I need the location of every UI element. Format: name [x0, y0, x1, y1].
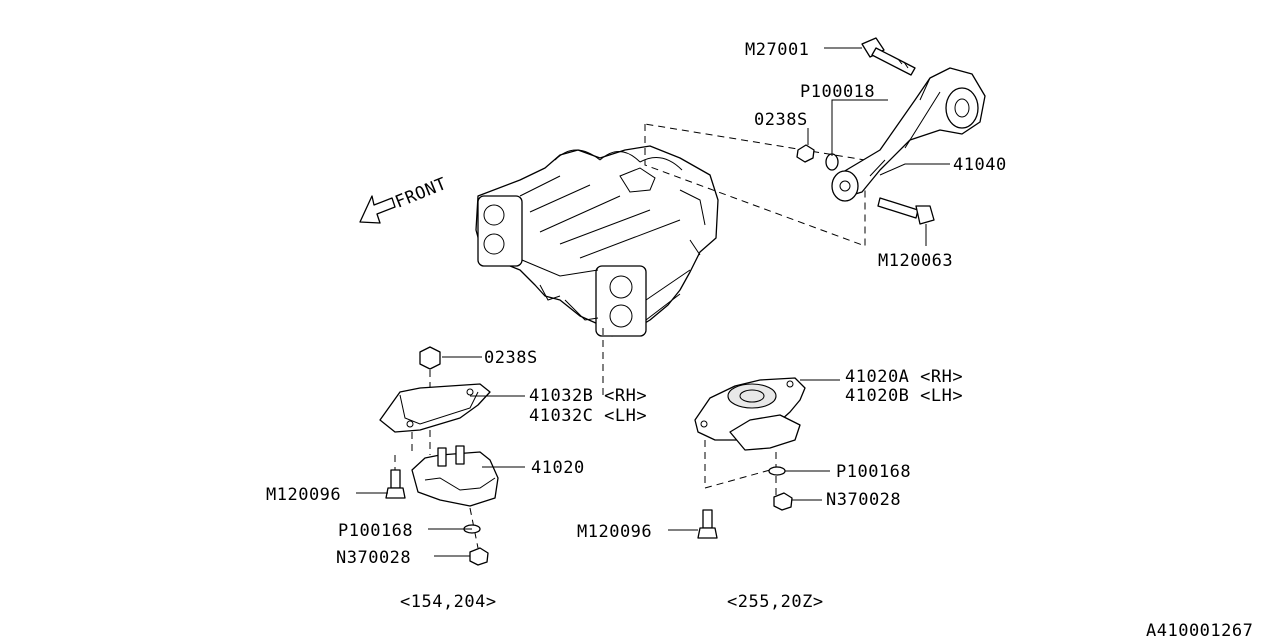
- mount-41020: [411, 445, 499, 507]
- label-m27001: M27001: [745, 40, 809, 60]
- label-41032b: 41032B <RH>: [529, 386, 647, 406]
- nut-n370028-left: [469, 547, 489, 566]
- label-n370028-left: N370028: [336, 548, 411, 568]
- applicability-left: <154,204>: [400, 592, 497, 612]
- bracket-41032: [379, 383, 491, 433]
- label-41040: 41040: [953, 155, 1007, 175]
- applicability-right: <255,20Z>: [727, 592, 824, 612]
- nut-0238s-top: [796, 144, 815, 163]
- engine-to-pitch-stop-dashline: [644, 123, 866, 247]
- mount-41020a: [694, 377, 806, 451]
- label-41032c: 41032C <LH>: [529, 406, 647, 426]
- front-label: FRONT: [392, 174, 449, 213]
- bolt-m120096-left: [385, 469, 406, 499]
- label-41020b: 41020B <LH>: [845, 386, 963, 406]
- washer-p100018: [825, 153, 839, 171]
- label-0238s-top: 0238S: [754, 110, 808, 130]
- bolt-m27001: [861, 37, 916, 76]
- label-41020: 41020: [531, 458, 585, 478]
- label-m120096-right: M120096: [577, 522, 652, 542]
- nut-n370028-right: [773, 492, 793, 511]
- label-0238s-left: 0238S: [484, 348, 538, 368]
- pitch-stop-rod: [831, 67, 986, 202]
- washer-p100168-right: [768, 466, 786, 476]
- bolt-m120063: [877, 197, 935, 225]
- label-p100168-left: P100168: [338, 521, 413, 541]
- label-m120063: M120063: [878, 251, 953, 271]
- label-p100168-right: P100168: [836, 462, 911, 482]
- engine-block: [475, 145, 719, 337]
- front-arrow-icon: [359, 195, 396, 224]
- bolt-m120096-right: [697, 509, 718, 539]
- nut-0238s-left: [419, 346, 441, 370]
- label-41020a: 41020A <RH>: [845, 367, 963, 387]
- label-p100018: P100018: [800, 82, 875, 102]
- label-m120096-left: M120096: [266, 485, 341, 505]
- label-n370028-right: N370028: [826, 490, 901, 510]
- figure-id: A410001267: [1146, 621, 1253, 640]
